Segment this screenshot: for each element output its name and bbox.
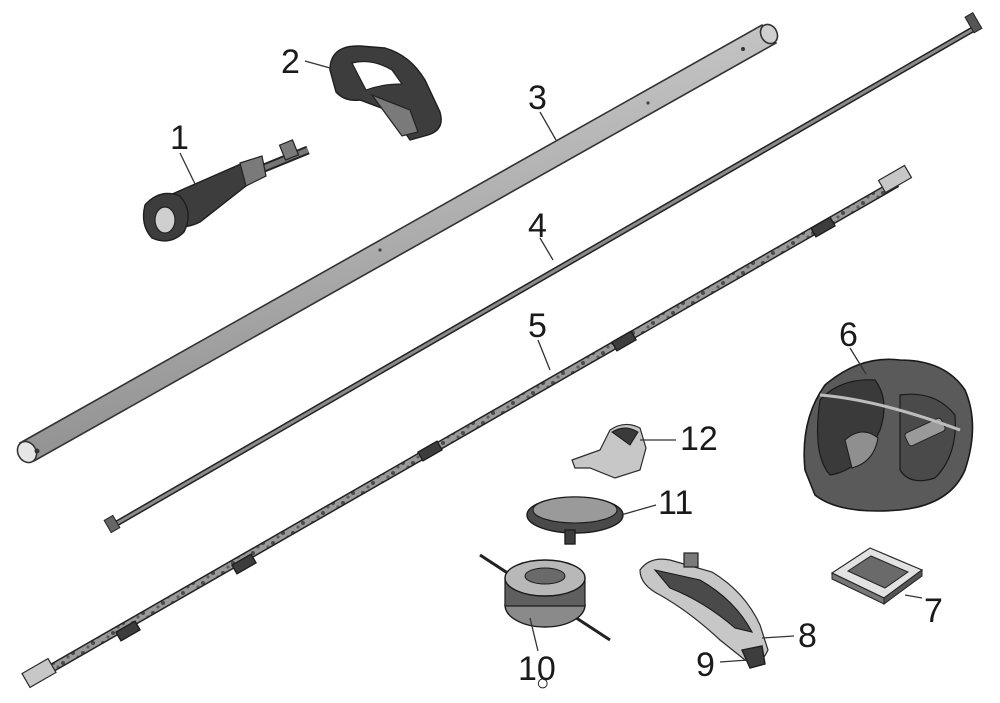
part-1-handle-grip [142,139,310,242]
footer-mark: ○ [536,670,550,695]
callout-7: 7 [924,592,943,630]
part-6-motor-housing [803,358,974,512]
part-8-guard [639,552,769,663]
part-2-auxiliary-handle [329,45,442,141]
part-11-spool-base [526,496,624,545]
callout-8: 8 [798,617,817,655]
callout-9: 9 [696,646,715,684]
part-12-head-bracket [571,423,647,479]
part-7-spool-cover-plate [830,547,924,605]
callout-1: 1 [170,119,189,157]
callout-4: 4 [528,207,547,245]
callout-6: 6 [839,316,858,354]
part-3-shaft-tube [16,23,779,464]
part-9-line-cutter-blade [741,645,766,669]
callout-10: 10 [518,650,556,688]
callout-11: 11 [658,484,694,522]
part-4-drive-rod [103,12,983,534]
leader-lines [179,60,923,663]
callout-3: 3 [528,79,547,117]
part-10-trimmer-head [479,553,611,642]
part-5-flexible-cable [21,164,913,689]
callout-5: 5 [528,307,547,345]
callout-2: 2 [281,43,300,81]
callout-12: 12 [680,420,718,458]
